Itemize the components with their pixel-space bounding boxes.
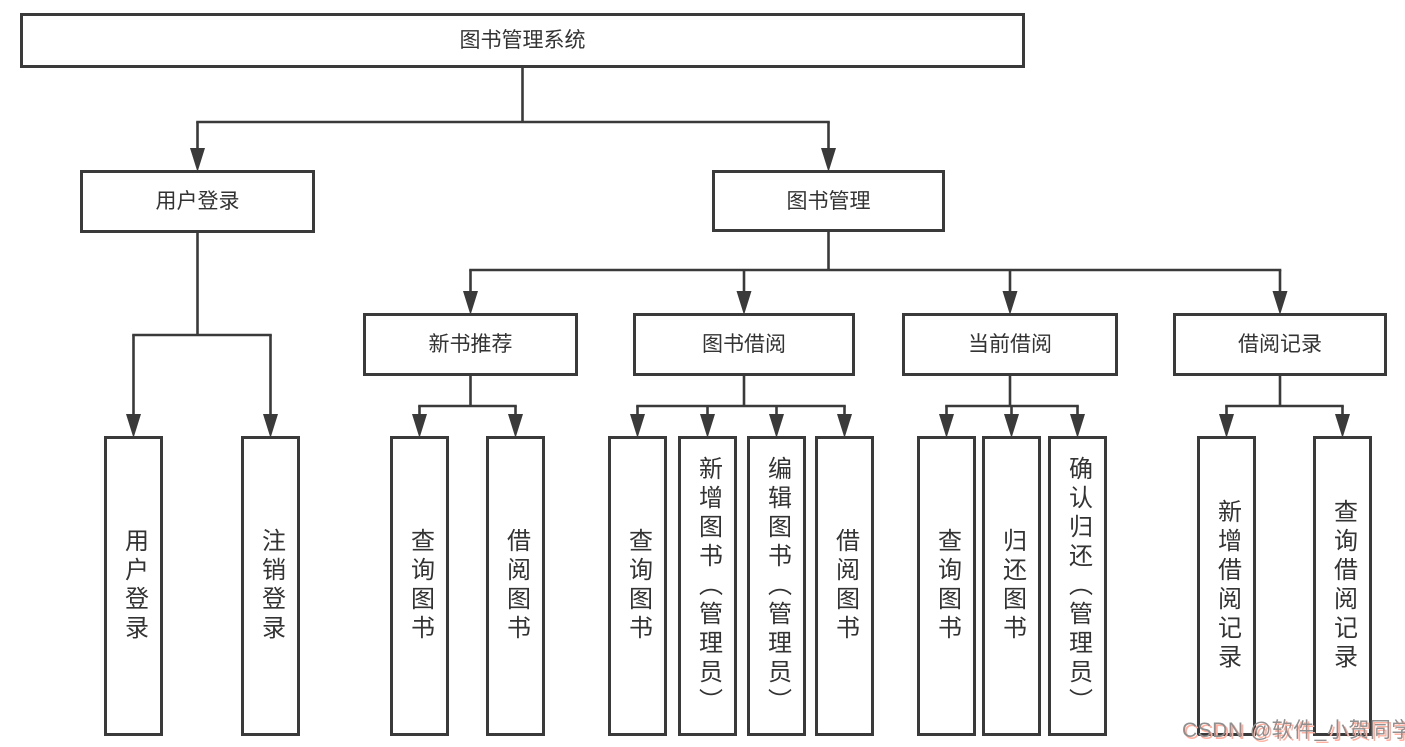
node-cu-return: 归还图书 [982,436,1041,736]
node-nb-borrow: 借阅图书 [486,436,545,736]
node-re-query: 查询借阅记录 [1313,436,1372,736]
node-cu-confirm: 确认归还（管理员） [1048,436,1107,736]
node-user-login: 用户登录 [80,170,315,233]
node-root: 图书管理系统 [20,13,1025,68]
node-br-query: 查询图书 [608,436,667,736]
node-borrow: 图书借阅 [633,313,855,376]
node-br-edit: 编辑图书（管理员） [747,436,806,736]
node-ul-login: 用户登录 [104,436,163,736]
node-records: 借阅记录 [1173,313,1387,376]
node-current: 当前借阅 [902,313,1118,376]
node-br-borrow: 借阅图书 [815,436,874,736]
node-ul-logout: 注销登录 [241,436,300,736]
node-re-add: 新增借阅记录 [1197,436,1256,736]
watermark: CSDN @软件_小贺同学 [1182,719,1405,742]
node-br-add: 新增图书（管理员） [678,436,737,736]
node-book-mgmt: 图书管理 [712,170,945,232]
node-new-books: 新书推荐 [363,313,578,376]
node-cu-query: 查询图书 [917,436,976,736]
node-nb-query: 查询图书 [390,436,449,736]
